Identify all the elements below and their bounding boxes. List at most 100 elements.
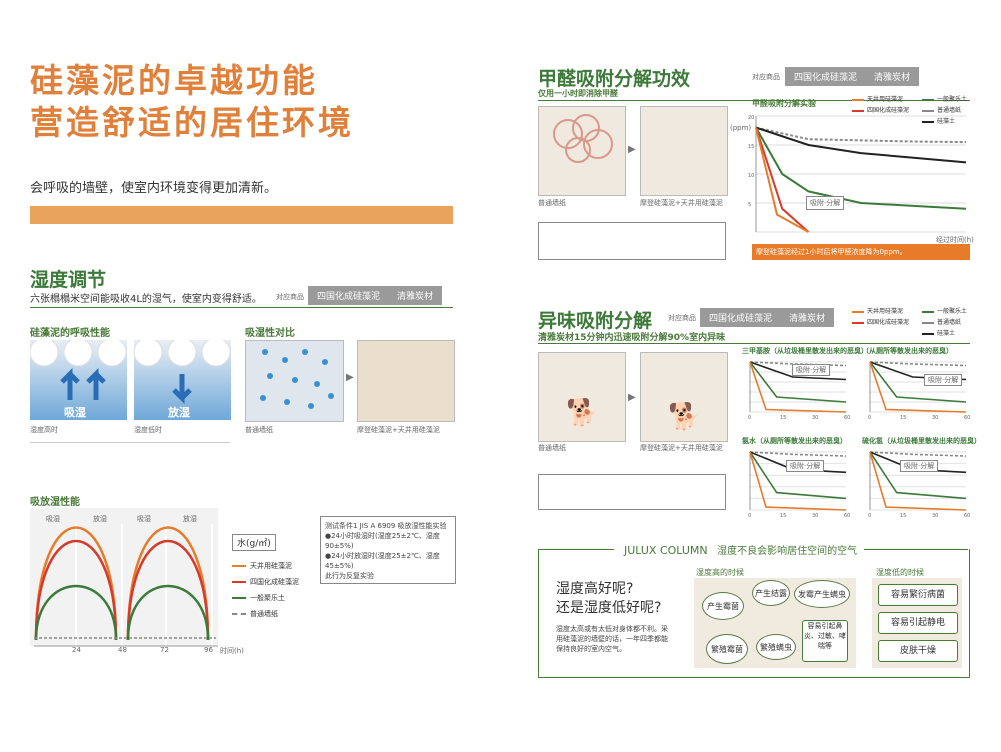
series-ceiling (755, 127, 809, 233)
compare-room-diatom (357, 340, 455, 422)
humidity-seg-4: 放湿 (183, 515, 197, 523)
odor-subtitle: 清雅炭材15分钟内迅速吸附分解90%室内异味 (538, 333, 726, 343)
odor-room-wallpaper (538, 352, 626, 442)
high-humidity-label: 湿度高的时候 (696, 568, 744, 577)
odor-series-line (749, 361, 847, 403)
x-tick-label: 15 (780, 415, 786, 420)
odor-chart-2-title: （从厕所等散发出来的恶臭） (862, 347, 953, 355)
y-tick-label: 5 (748, 202, 751, 208)
release-label: 放湿 (168, 406, 190, 419)
odor-series-line (749, 451, 847, 500)
x-tick-label: 0 (748, 513, 751, 518)
odor-chart-3-title: 氨水（从厕所等散发出来的恶臭） (742, 437, 847, 445)
humidity-legend: 天井用硅藻泥 四国化成硅藻泥 一般聚乐土 普通墙纸 (232, 558, 299, 622)
odor-rule (538, 343, 970, 344)
y-tick-label: 10 (748, 173, 754, 179)
humidity-series-curve (34, 584, 118, 641)
column-box (538, 549, 970, 678)
legend-item-shikoku: 四国化成硅藻泥 (232, 574, 299, 590)
humidity-tag-charcoal: 清雅炭材 (388, 286, 443, 305)
humidity-seg-1: 吸湿 (46, 515, 60, 523)
odor-series-line (869, 451, 967, 500)
column-title: JULUX COLUMN 湿度不良会影响居住空间的空气 (620, 542, 862, 557)
legend-item-ceiling: 天井用硅藻泥 (232, 558, 299, 574)
odor-room1-label: 普通墙纸 (538, 444, 566, 452)
odor-legend-2: 一般聚乐土 普通墙纸 硅藻土 (922, 306, 967, 339)
series-wallpaper (755, 126, 967, 144)
formaldehyde-subtitle: 仅用一小时即消除甲醛 (538, 89, 618, 98)
odor-series-line (869, 361, 967, 413)
odor-series-line (749, 361, 847, 413)
smoke-cloud-illustration (553, 114, 613, 163)
odor-chart-4-title: 硫化氢（从垃圾桶里散发出来的恶臭） (862, 437, 981, 445)
compare-title: 吸湿性对比 (245, 328, 295, 339)
column-question-2: 还是湿度低好呢? (556, 600, 662, 616)
compare-room-wallpaper (245, 340, 344, 422)
fl-legend-plaster: 一般聚乐土 (922, 94, 967, 105)
odor-callout-1: 吸附·分解 (792, 364, 831, 376)
humidity-tag-shikoku: 四国化成硅藻泥 (308, 286, 390, 305)
y-unit-box: 水(g/㎡) (232, 534, 276, 551)
formaldehyde-y-unit: (ppm) (730, 124, 752, 132)
column-question-1: 湿度高好呢? (556, 581, 634, 597)
humidity-series-curve (34, 540, 118, 641)
x-tick-label: 30 (812, 415, 818, 420)
x-tick-label: 15 (900, 513, 906, 518)
formaldehyde-room-wallpaper (538, 106, 626, 196)
od-legend-diatomite: 硅藻土 (922, 328, 967, 339)
formaldehyde-method-box (538, 222, 726, 260)
formaldehyde-rule (538, 100, 970, 101)
humidity-rule (30, 307, 453, 308)
odor-series-line (749, 451, 847, 457)
odor-series-line (869, 361, 967, 367)
rbox-allergy: 容易引起鼻炎、过敏、哮喘等 (802, 620, 848, 662)
x-tick-label: 60 (844, 513, 850, 518)
release-time: 湿度低时 (134, 426, 162, 434)
od-legend-wallpaper: 普通墙纸 (922, 317, 967, 328)
absorb-label: 吸湿 (64, 406, 86, 419)
oval-mites: 繁殖螨虫 (756, 634, 796, 660)
column-title-cn: 湿度不良会影响居住空间的空气 (717, 546, 858, 557)
odor-series-line (749, 451, 847, 511)
odor-tag-charcoal: 清雅炭材 (780, 308, 835, 327)
x-tick-label: 0 (868, 513, 871, 518)
odor-tag-shikoku: 四国化成硅藻泥 (700, 308, 782, 327)
x-tick-24: 24 (72, 646, 81, 654)
dog-icon: 🐕 (566, 398, 599, 428)
oval-mold: 产生霉菌 (702, 592, 744, 620)
low-item-dry-skin: 皮肤干燥 (878, 640, 958, 662)
note-line-4: 此行为反复实验 (325, 572, 374, 580)
formaldehyde-tag-charcoal: 清雅炭材 (865, 67, 920, 86)
fl-legend-shikoku: 四国化成硅藻泥 (852, 105, 909, 116)
x-tick-label: 30 (932, 415, 938, 420)
formaldehyde-room2-label: 摩登硅藻泥+天井用硅藻泥 (640, 199, 723, 207)
formaldehyde-title: 甲醛吸附分解功效 (538, 68, 691, 90)
odor-callout-3: 吸附·分解 (786, 460, 825, 472)
x-tick-96: 96 (204, 646, 213, 654)
x-tick-48: 48 (118, 646, 127, 654)
od-legend-ceiling: 天井用硅藻泥 (852, 306, 909, 317)
odor-compare-label: 对应商品 (668, 314, 696, 322)
formaldehyde-room-diatom (640, 106, 728, 196)
formaldehyde-callout: 吸附·分解 (806, 196, 845, 210)
note-line-1: 测试条件1 JIS A 6909 吸放湿性能实验 (325, 522, 447, 530)
hero-divider-bar (30, 206, 453, 224)
legend-item-plaster: 一般聚乐土 (232, 590, 299, 606)
hero-title-line2: 营造舒适的居住环境 (30, 103, 354, 142)
formaldehyde-tag-shikoku: 四国化成硅藻泥 (785, 67, 867, 86)
formaldehyde-compare-label: 对应商品 (752, 73, 780, 81)
odor-series-line (869, 451, 967, 511)
column-top-rule-left (538, 549, 614, 550)
x-tick-label: 60 (964, 513, 970, 518)
humidity-series-curve (126, 584, 210, 641)
formaldehyde-room1-label: 普通墙纸 (538, 199, 566, 207)
humidity-series-curve (126, 540, 210, 641)
dog-icon: 🐕 (668, 402, 701, 432)
fl-legend-diatomite: 硅藻土 (922, 116, 967, 127)
oval-mites-from-mold: 发霉产生螨虫 (794, 580, 850, 608)
humidity-body-text (30, 442, 230, 452)
series-shikoku (755, 127, 810, 233)
humidity-title: 湿度调节 (30, 269, 107, 291)
